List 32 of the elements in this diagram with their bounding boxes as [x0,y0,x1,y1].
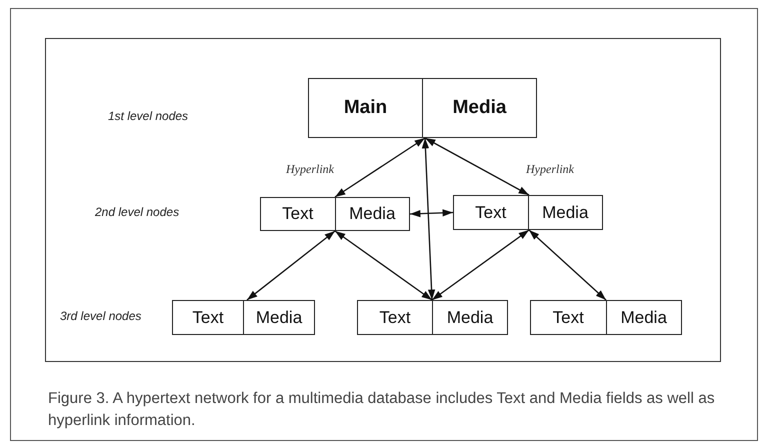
record-box [260,197,410,231]
field-cell: Text [358,301,432,334]
record-box [530,300,682,335]
field-cell: Main [309,79,422,137]
record-box [308,78,537,138]
hyperlink-arrow [424,137,530,196]
hyperlink-arrow [422,138,436,300]
record-box [453,195,603,230]
level-label: 1st level nodes [108,109,188,123]
hyperlink-arrow [334,137,426,198]
field-cell: Text [173,301,243,334]
edge-label: Hyperlink [524,162,576,177]
hyperlink-arrow [334,230,432,301]
hyperlink-arrow [410,209,454,218]
record-box [172,300,315,335]
field-cell: Text [261,198,334,230]
field-cell: Media [334,198,409,230]
field-cell: Media [528,196,602,229]
edge-label: Hyperlink [284,162,336,177]
field-cell: Text [531,301,606,334]
record-box [357,300,508,335]
field-cell: Media [243,301,314,334]
level-label: 3rd level nodes [60,309,142,323]
field-cell: Media [432,301,507,334]
figure-caption: Figure 3. A hypertext network for a multimedia database includes Text and Media fields as well as hyperlink information. [48,389,716,431]
field-cell: Media [422,79,536,137]
hyperlink-arrow [246,230,336,301]
field-cell: Media [606,301,681,334]
hyperlink-arrow [432,229,530,301]
field-cell: Text [454,196,528,229]
hyperlink-arrow [528,230,606,300]
level-label: 2nd level nodes [95,205,180,219]
